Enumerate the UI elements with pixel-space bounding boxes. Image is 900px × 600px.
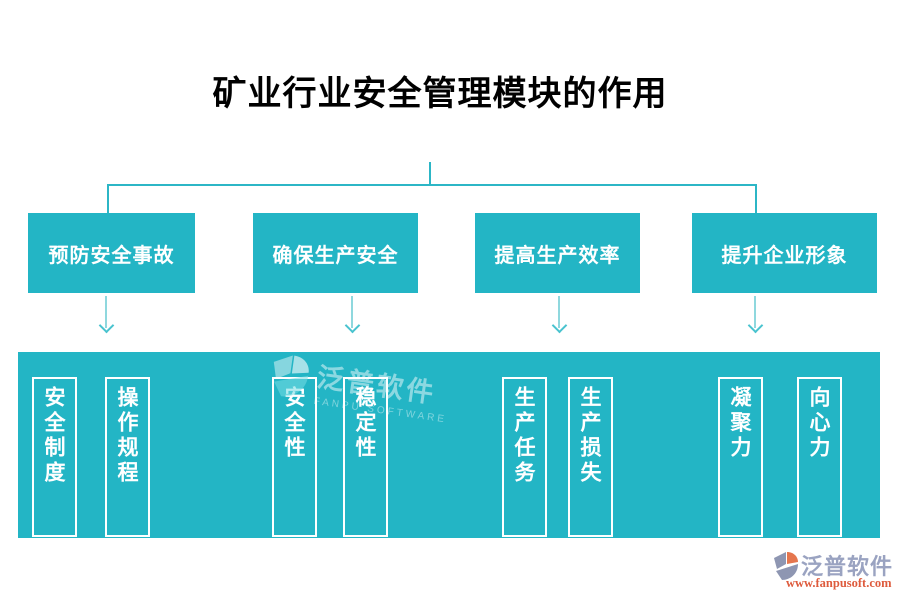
down-arrow-shaft xyxy=(351,296,353,328)
item-box-production-tasks: 生产任务 xyxy=(502,377,547,537)
down-arrow-shaft xyxy=(754,296,756,328)
branch-box-ensure-safety: 确保生产安全 xyxy=(253,213,418,293)
footer-brand-text: 泛普软件 xyxy=(801,555,894,580)
connector-right-stub xyxy=(755,184,757,213)
branch-box-enhance-image: 提升企业形象 xyxy=(692,213,877,293)
down-arrow-1 xyxy=(98,296,115,338)
connector-horizontal-line xyxy=(107,184,757,186)
down-arrow-head-icon xyxy=(344,317,361,334)
diagram-title: 矿业行业安全管理模块的作用 xyxy=(212,74,668,114)
connector-title-stem xyxy=(429,162,431,184)
down-arrow-shaft xyxy=(105,296,107,328)
item-box-safety: 安全性 xyxy=(272,377,317,537)
item-box-production-losses: 生产损失 xyxy=(568,377,613,537)
branch-box-improve-efficiency: 提高生产效率 xyxy=(475,213,640,293)
down-arrow-head-icon xyxy=(98,317,115,334)
down-arrow-shaft xyxy=(558,296,560,328)
item-box-operating-procedures: 操作规程 xyxy=(105,377,150,537)
item-box-cohesion: 凝聚力 xyxy=(718,377,763,537)
footer-url-text: www.fanpusoft.com xyxy=(786,576,892,590)
connector-left-stub xyxy=(107,184,109,213)
down-arrow-head-icon xyxy=(551,317,568,334)
down-arrow-4 xyxy=(747,296,764,338)
item-box-safety-system: 安全制度 xyxy=(32,377,77,537)
category-band: 安全制度 操作规程 安全性 稳定性 生产任务 生产损失 凝聚力 向心力 泛普软件… xyxy=(18,352,880,538)
fanpu-logo-icon xyxy=(772,550,800,586)
down-arrow-3 xyxy=(551,296,568,338)
item-box-stability: 稳定性 xyxy=(343,377,388,537)
branch-box-prevent-accidents: 预防安全事故 xyxy=(28,213,195,293)
down-arrow-2 xyxy=(344,296,361,338)
down-arrow-head-icon xyxy=(747,317,764,334)
item-box-centripetal-force: 向心力 xyxy=(797,377,842,537)
